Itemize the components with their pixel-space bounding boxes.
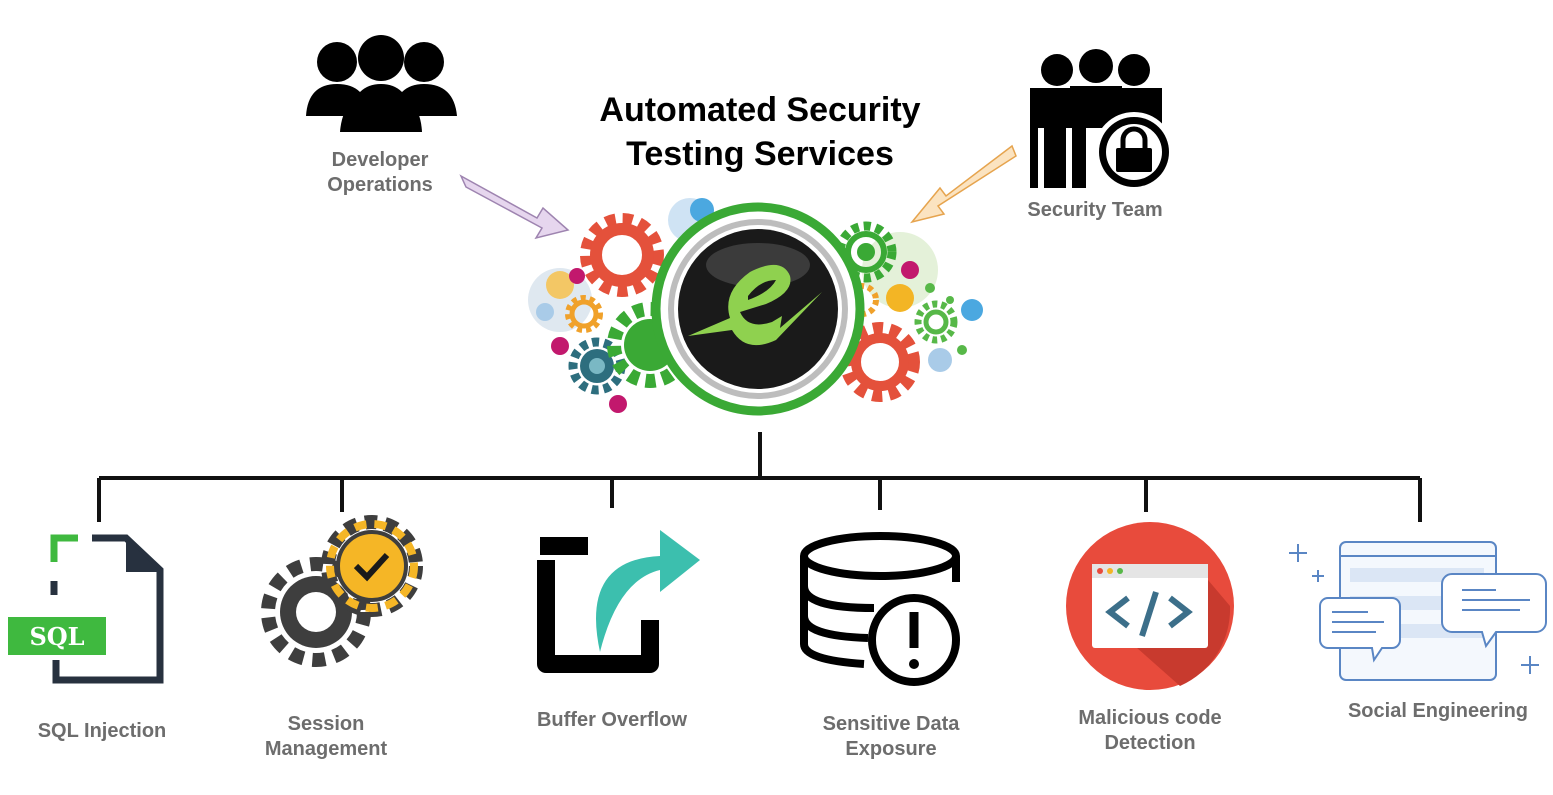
diagram-title: Automated Security Testing Services [599, 91, 921, 173]
database-alert-icon [800, 532, 960, 686]
code-window-icon [1066, 522, 1234, 690]
sql-badge-text: SQL [29, 622, 84, 651]
threat-label-session-management: Session Management [264, 713, 388, 760]
developer-arrow [459, 174, 570, 240]
chat-bubbles-icon [1289, 541, 1547, 681]
security-team-label: Security Team [1027, 199, 1163, 221]
sql-file-icon: SQL [8, 534, 164, 684]
e-logo-icon [651, 202, 865, 416]
security-team-icon [1030, 49, 1174, 192]
threat-label-sql-injection: SQL Injection [37, 720, 167, 742]
threat-label-buffer-overflow: Buffer Overflow [536, 709, 688, 731]
tree-connector [97, 432, 1422, 522]
developer-operations-label: Developer Operations [327, 149, 433, 196]
threat-label-social-engineering: Social Engineering [1347, 700, 1529, 722]
gear-cluster [528, 198, 983, 413]
threat-label-malicious-code-detection: Malicious code Detection [1078, 707, 1222, 754]
developer-group-icon [306, 35, 457, 132]
security-arrow [909, 144, 1017, 224]
gears-check-icon [261, 515, 423, 667]
threat-label-sensitive-data-exposure: Sensitive Data Exposure [822, 713, 960, 760]
overflow-arrow-icon [537, 530, 700, 673]
